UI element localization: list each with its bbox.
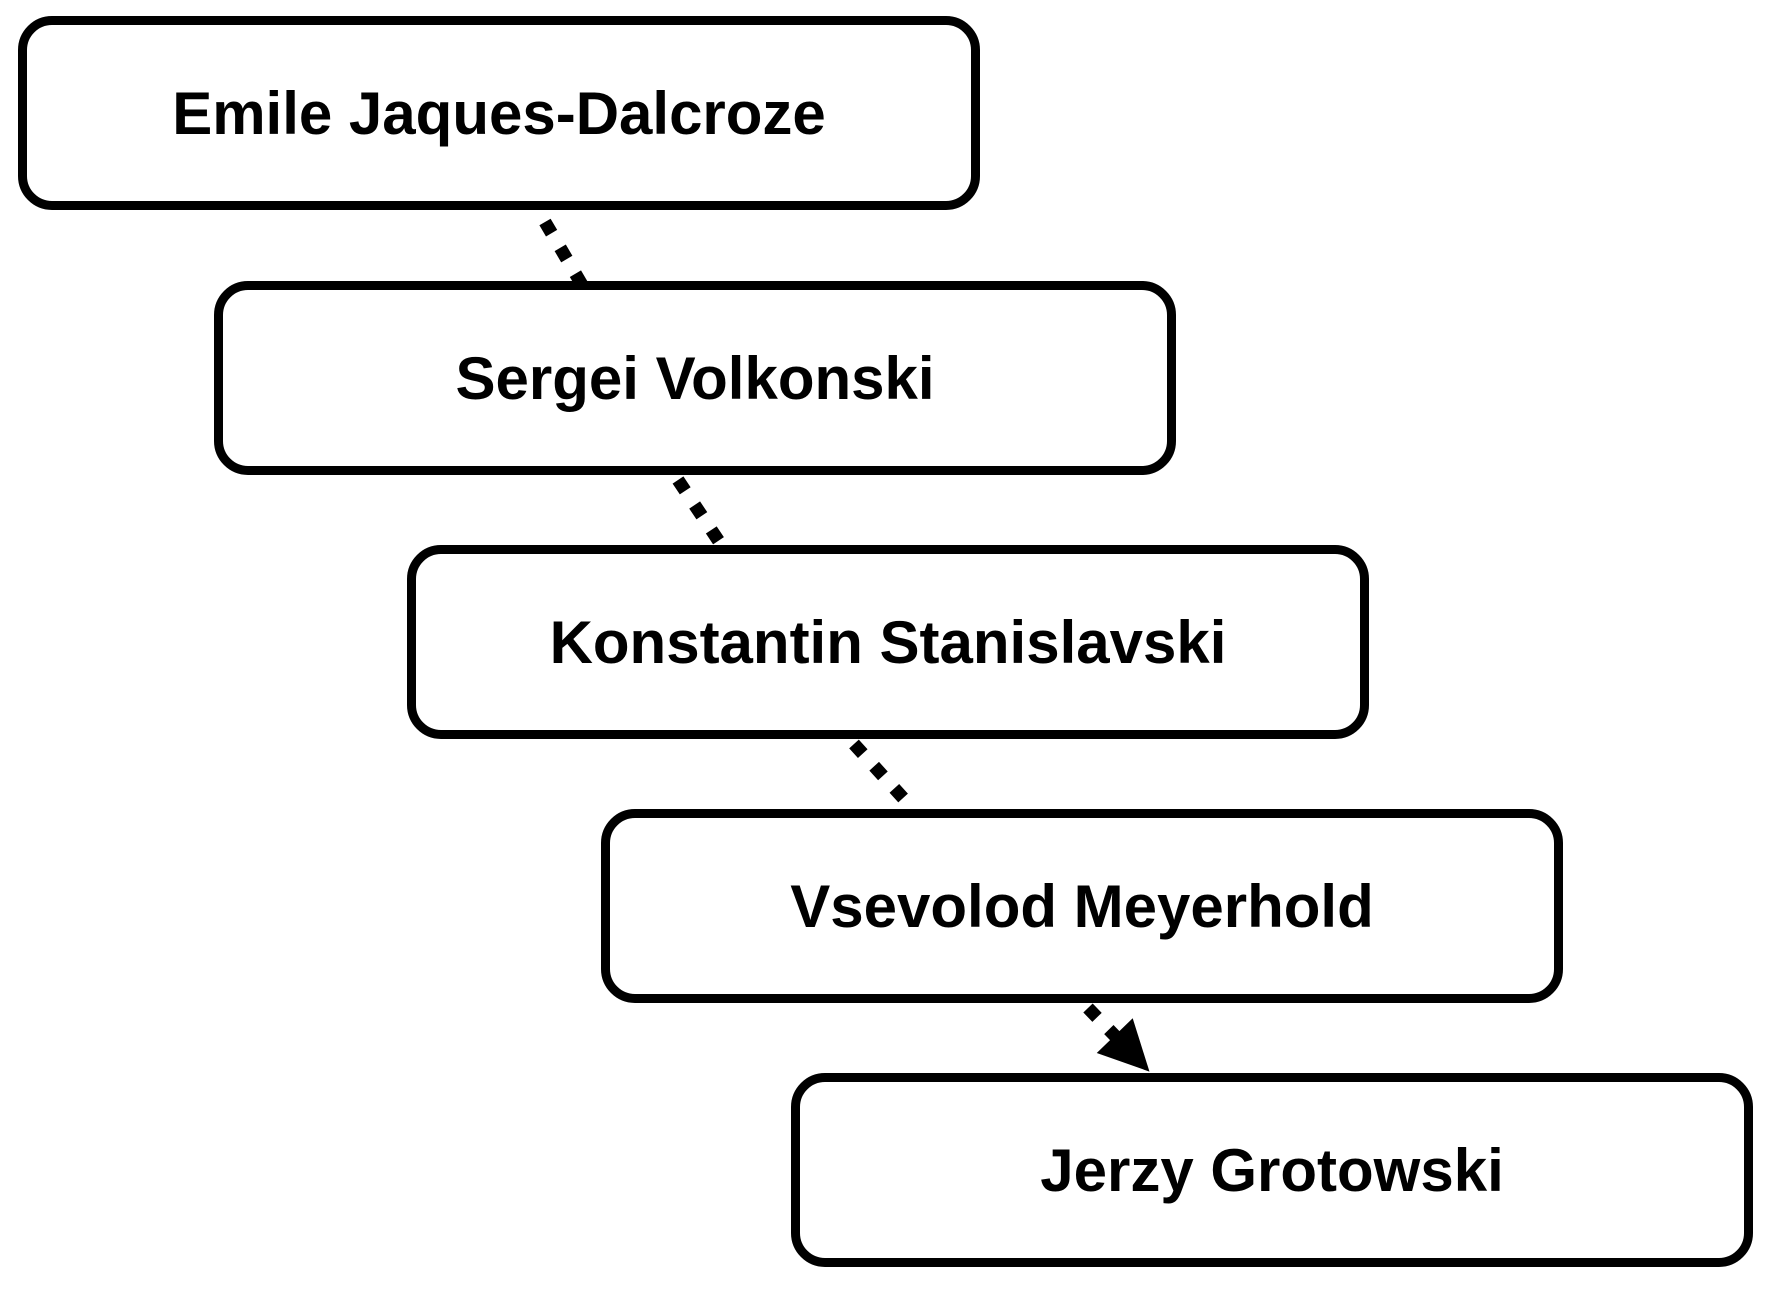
node-label: Konstantin Stanislavski	[549, 608, 1227, 676]
node-vsevolod-meyerhold: Vsevolod Meyerhold	[601, 809, 1563, 1003]
edge-volkonski-stanislavski	[672, 476, 732, 556]
edge-stanislavski-meyerhold	[849, 739, 919, 815]
node-emile-jaques-dalcroze: Emile Jaques-Dalcroze	[18, 16, 980, 210]
node-jerzy-grotowski: Jerzy Grotowski	[791, 1073, 1753, 1267]
node-sergei-volkonski: Sergei Volkonski	[214, 281, 1176, 475]
node-label: Jerzy Grotowski	[1040, 1136, 1504, 1204]
node-label: Emile Jaques-Dalcroze	[172, 79, 826, 147]
node-label: Sergei Volkonski	[455, 344, 935, 412]
edge-dalcroze-volkonski	[539, 218, 591, 294]
node-label: Vsevolod Meyerhold	[790, 872, 1374, 940]
node-konstantin-stanislavski: Konstantin Stanislavski	[407, 545, 1369, 739]
edge-meyerhold-grotowski	[1083, 1003, 1151, 1073]
